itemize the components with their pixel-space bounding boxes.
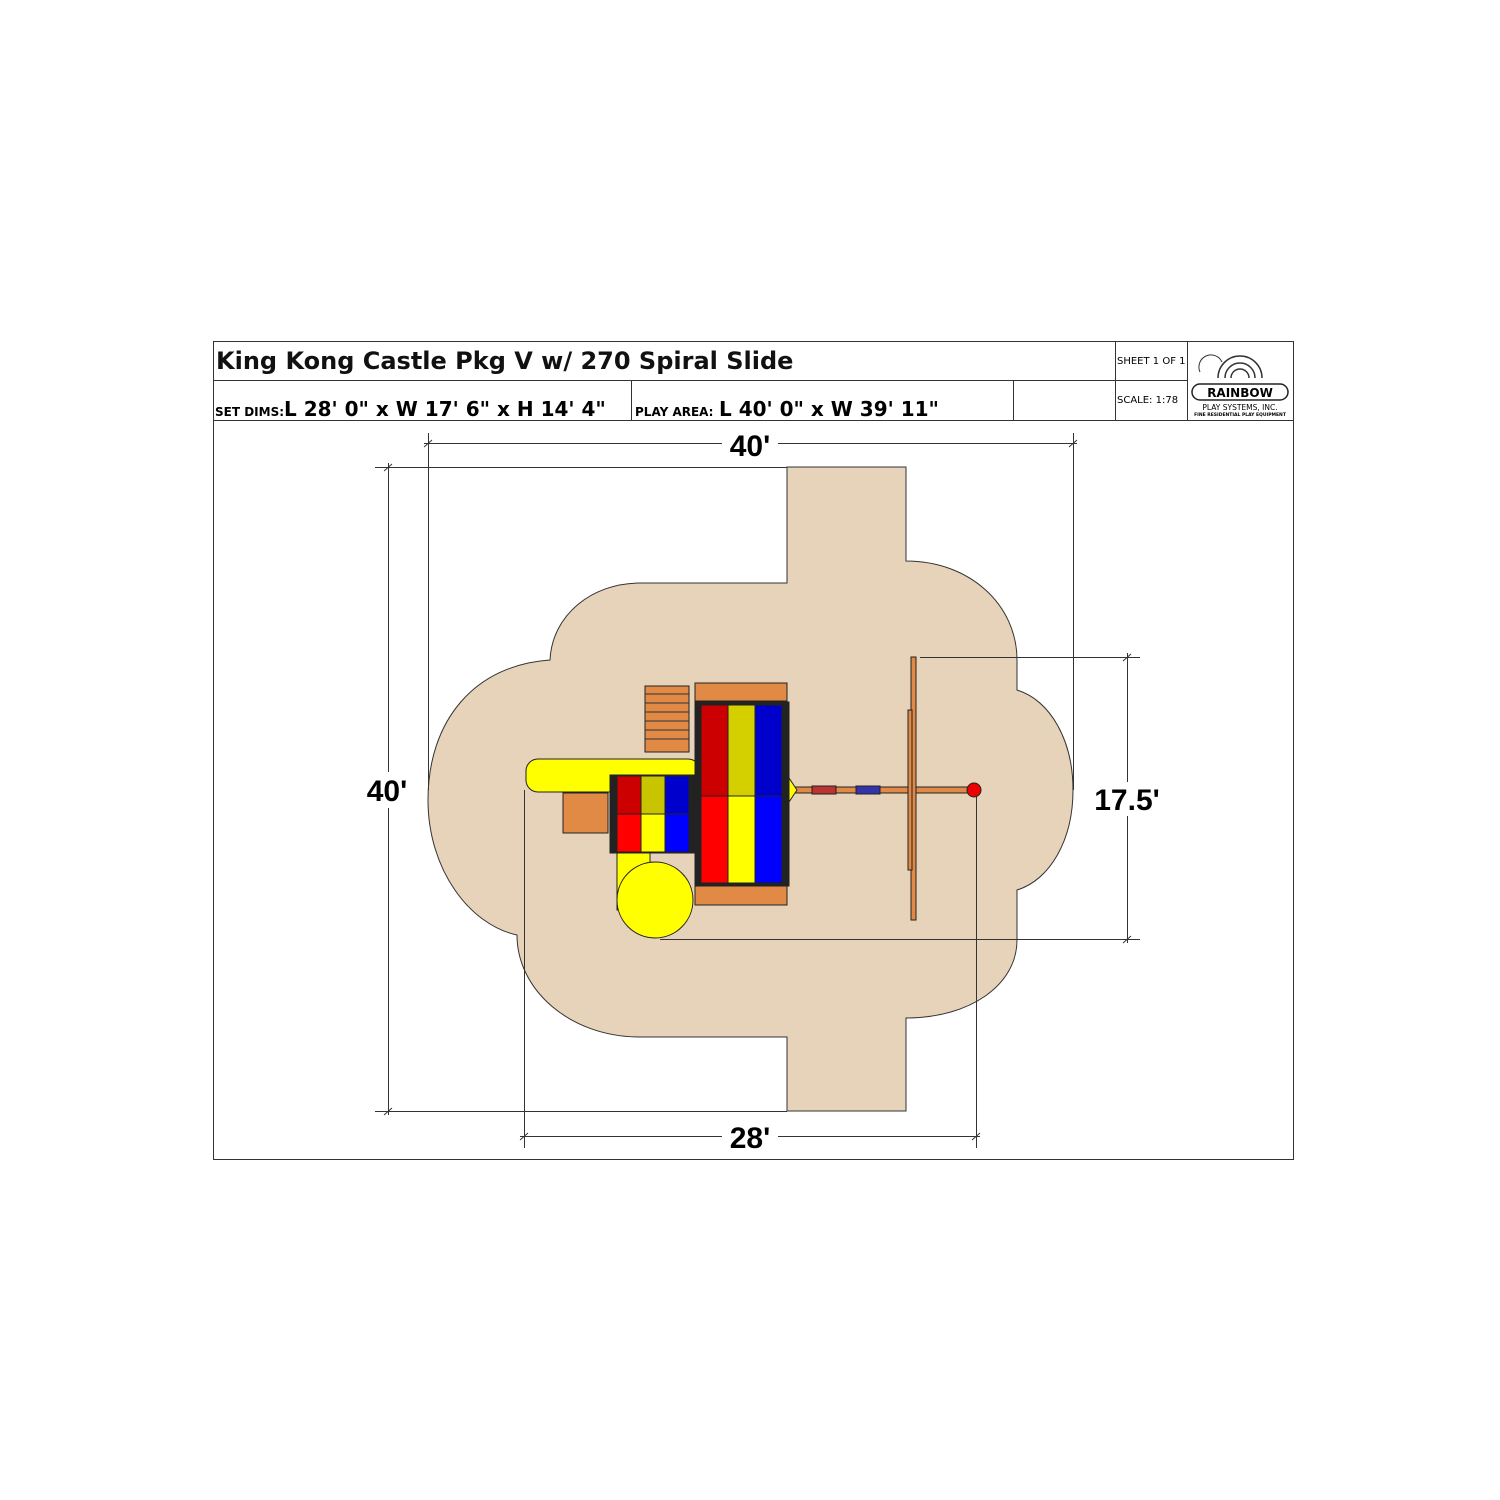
roof-panel-yellow	[727, 795, 756, 884]
set-length-label: 28'	[730, 1122, 771, 1155]
set-dims-label: SET DIMS:	[215, 405, 284, 419]
roof-panel-blue	[664, 775, 690, 815]
roof-panel-blue	[664, 813, 690, 853]
drawing-title: King Kong Castle Pkg V w/ 270 Spiral Sli…	[216, 347, 793, 375]
label-bg	[1088, 782, 1168, 816]
set-dims-value: L 28' 0" x W 17' 6" x H 14' 4"	[284, 397, 606, 421]
roof-panel-red	[616, 775, 642, 815]
svg-text:FINE RESIDENTIAL PLAY EQUIPMEN: FINE RESIDENTIAL PLAY EQUIPMENT	[1194, 412, 1287, 418]
play-area-label: PLAY AREA:	[635, 405, 713, 419]
a-frame-leg	[907, 709, 913, 871]
roof-panel-blue	[754, 795, 783, 884]
play-area-length-label: 40'	[367, 775, 408, 808]
roof-panel-red	[616, 813, 642, 853]
sheet-frame	[213, 341, 1294, 1160]
roof-panel-red	[700, 704, 729, 797]
label-bg	[360, 772, 416, 808]
play-set	[525, 656, 982, 939]
label-bg	[722, 1120, 778, 1152]
swing-seat	[855, 785, 881, 795]
svg-text:RAINBOW: RAINBOW	[1207, 386, 1273, 400]
play-area-value: L 40' 0" x W 39' 11"	[719, 397, 939, 421]
spiral-slide-turn	[616, 861, 694, 939]
scale: SCALE: 1:78	[1117, 395, 1178, 406]
swing-seat	[811, 785, 837, 795]
label-bg	[722, 428, 778, 460]
roof-panel-yellow	[640, 775, 666, 815]
roof-panel-yellow	[727, 704, 756, 797]
roof-panel-blue	[754, 704, 783, 797]
rainbow-logo: RAINBOW PLAY SYSTEMS, INC. FINE RESIDENT…	[1191, 354, 1289, 418]
set-width-label: 17.5'	[1094, 784, 1160, 817]
tire-swing	[966, 782, 982, 798]
play-area-width-label: 40'	[730, 430, 771, 463]
sheet-number: SHEET 1 OF 1	[1117, 356, 1186, 367]
roof-panel-red	[700, 795, 729, 884]
ladder	[644, 685, 690, 753]
svg-text:PLAY SYSTEMS, INC.: PLAY SYSTEMS, INC.	[1202, 403, 1277, 412]
roof-panel-yellow	[640, 813, 666, 853]
